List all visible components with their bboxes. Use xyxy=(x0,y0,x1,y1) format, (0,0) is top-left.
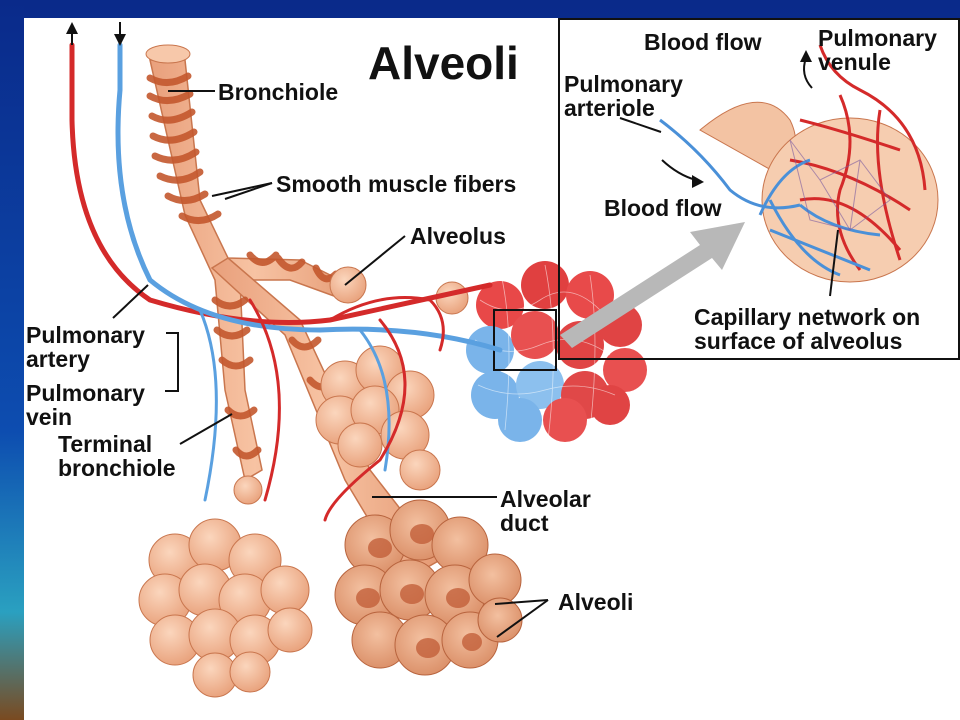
up-arrow-icon xyxy=(66,22,78,34)
slide-left-band xyxy=(0,0,24,720)
vessel-arrows xyxy=(66,22,126,46)
label-capillary-network: Capillary network on surface of alveolus xyxy=(694,304,921,354)
down-arrow-icon xyxy=(114,34,126,46)
label-alveolus: Alveolus xyxy=(410,223,506,249)
magnify-pointer-arrow xyxy=(560,222,745,348)
inset-frame xyxy=(558,18,960,360)
label-alveolar-duct: Alveolar duct xyxy=(500,486,591,536)
label-pulmonary-vein: Pulmonary vein xyxy=(26,380,145,430)
magnify-box xyxy=(493,309,557,371)
label-pulmonary-venule: Pulmonary venule xyxy=(818,25,937,75)
alveolar-cluster-middle xyxy=(315,345,441,491)
inset-arrows xyxy=(661,50,813,188)
diagram-title: Alveoli xyxy=(368,37,519,89)
label-smooth-muscle-fibers: Smooth muscle fibers xyxy=(276,171,517,197)
leader-lines xyxy=(112,90,839,638)
label-pulmonary-arteriole: Pulmonary arteriole xyxy=(564,71,683,121)
label-pulmonary-artery: Pulmonary artery xyxy=(26,322,145,372)
label-bronchiole: Bronchiole xyxy=(218,79,339,105)
alveolar-cluster-bottom-left xyxy=(138,518,313,698)
label-inset-blood-flow-bottom: Blood flow xyxy=(604,195,722,221)
label-inset-blood-flow-top: Blood flow xyxy=(644,29,762,55)
label-alveoli: Alveoli xyxy=(558,589,634,615)
capillary-cluster xyxy=(466,261,647,442)
inset-alveolus xyxy=(659,44,939,283)
label-terminal-bronchiole: Terminal bronchiole xyxy=(58,431,176,481)
blood-vessels xyxy=(69,42,503,522)
alveolar-cluster-bottom-right xyxy=(334,499,523,676)
